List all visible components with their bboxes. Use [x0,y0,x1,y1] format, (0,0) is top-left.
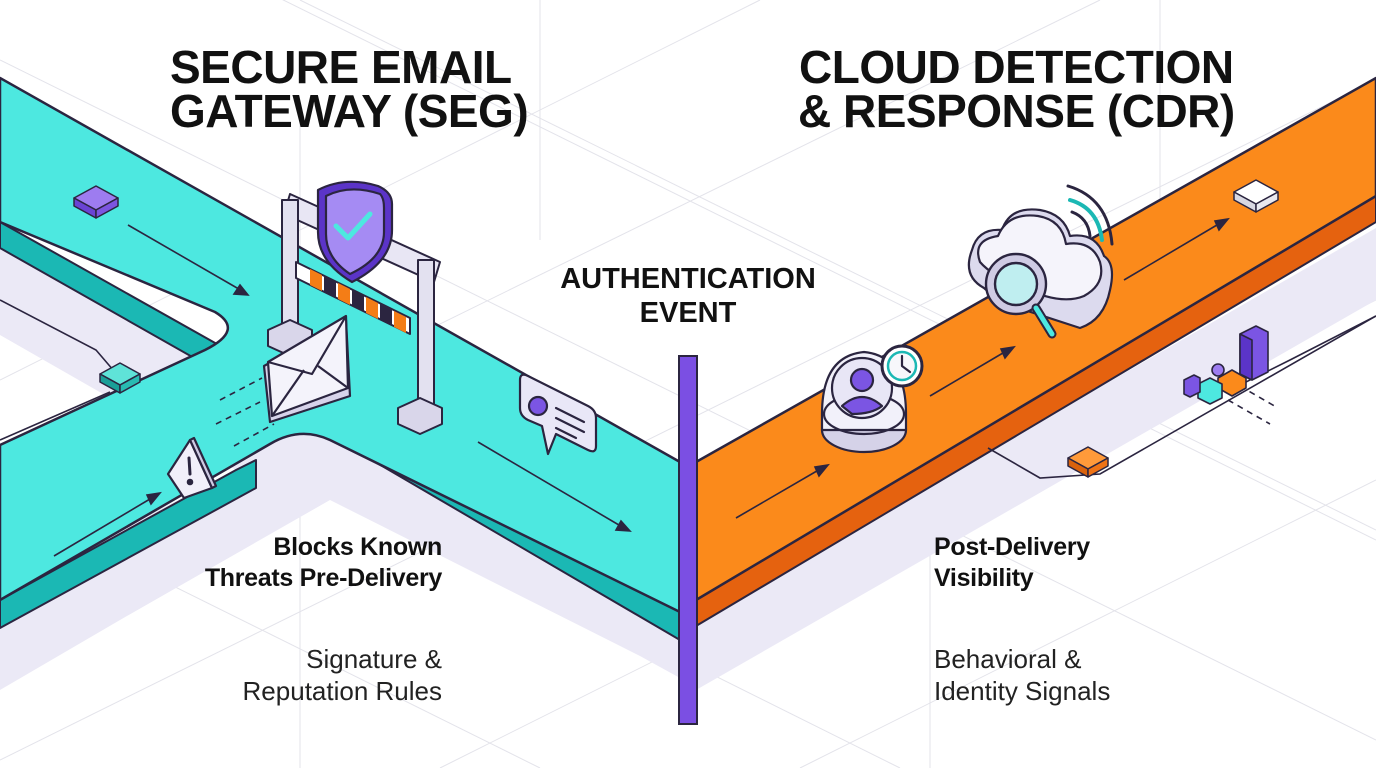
magnifier-icon [984,252,1057,339]
authentication-divider [678,355,698,725]
cdr-feature-text: Post-Delivery Visibility [934,532,1090,594]
seg-detail-line-1: Signature & [306,644,442,674]
seg-path-shadow [0,240,680,690]
chat-bubble-icon [518,373,598,456]
cdr-detail-line-2: Identity Signals [934,676,1111,706]
cdr-title: CLOUD DETECTION & RESPONSE (CDR) [798,41,1235,137]
seg-feature-line-1: Blocks Known [273,533,442,561]
authentication-event-line-2: EVENT [639,297,737,329]
cdr-detail-line-1: Behavioral & [934,644,1082,674]
seg-feature-text: Blocks Known Threats Pre-Delivery [140,532,442,594]
shield-check-icon [316,180,394,284]
seg-detail-text: Signature & Reputation Rules [160,643,442,707]
authentication-event-line-1: AUTHENTICATION [560,263,816,295]
seg-detail-line-2: Reputation Rules [242,676,442,706]
orange-cube [1067,446,1109,478]
cdr-flow-arrows [735,217,1279,519]
wifi-signal-icon [1066,184,1114,246]
teal-cube [99,362,141,394]
authentication-event-label: AUTHENTICATION EVENT [540,262,836,330]
bar-chart-icon [1183,325,1269,405]
seg-title: SECURE EMAIL GATEWAY (SEG) [170,41,529,137]
user-clock-icon [820,344,924,454]
warning-icon [166,436,218,500]
cdr-feature-line-1: Post-Delivery [934,533,1090,561]
cdr-path-shadow [696,228,1376,690]
seg-flow-arrows [53,224,632,557]
cdr-feature-line-2: Visibility [934,564,1034,592]
seg-title-line-1: SECURE EMAIL [170,41,512,93]
seg-title-line-2: GATEWAY (SEG) [170,85,529,137]
seg-feature-line-2: Threats Pre-Delivery [204,564,442,592]
white-cube [1233,179,1279,213]
cdr-detail-text: Behavioral & Identity Signals [934,643,1110,707]
cdr-title-line-1: CLOUD DETECTION [799,41,1234,93]
envelope-icon [262,314,352,424]
cdr-title-line-2: & RESPONSE (CDR) [798,85,1235,137]
connector-lines [0,299,1376,479]
purple-cube [73,185,119,219]
